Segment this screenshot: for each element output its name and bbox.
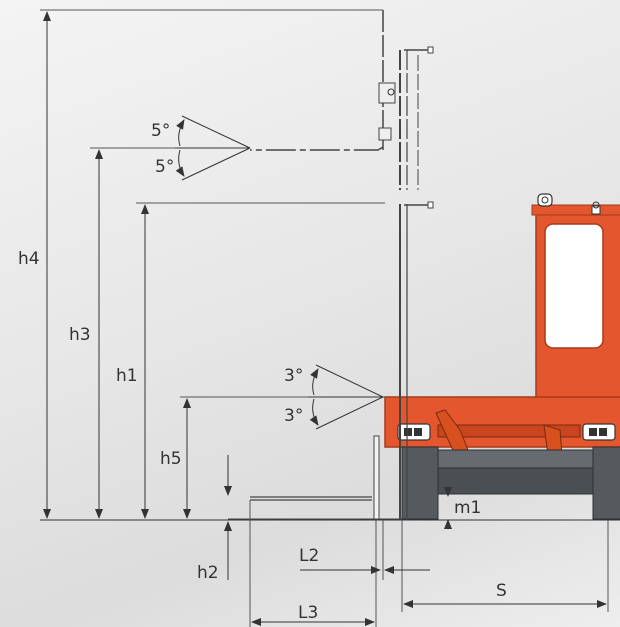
tilt-angle-bottom <box>308 364 384 430</box>
label-h2: h2 <box>197 563 219 583</box>
label-m1: m1 <box>454 498 481 518</box>
label-S: S <box>496 581 507 601</box>
label-L2: L2 <box>299 546 319 566</box>
truck-chassis <box>384 396 620 461</box>
undercarriage <box>401 446 620 520</box>
label-h3: h3 <box>69 325 91 345</box>
carriage-block <box>378 82 396 104</box>
mast-lower <box>399 201 434 520</box>
label-tilt-up-top: 5° <box>151 121 170 141</box>
reference-lines <box>40 9 385 398</box>
label-L3: L3 <box>298 603 318 623</box>
beacon-icon <box>591 201 601 215</box>
forks-lowered <box>228 435 402 521</box>
tilt-angle-top <box>175 115 251 181</box>
label-h5: h5 <box>160 449 182 469</box>
label-tilt-down-bottom: 3° <box>284 406 303 426</box>
cab-window <box>544 223 604 349</box>
mast-raised <box>250 10 434 190</box>
label-tilt-down-top: 5° <box>155 157 174 177</box>
label-h4: h4 <box>18 249 40 269</box>
label-tilt-up-bottom: 3° <box>284 366 303 386</box>
warning-light-icon <box>537 193 553 207</box>
label-h1: h1 <box>116 366 138 386</box>
truck-cab <box>531 204 620 399</box>
